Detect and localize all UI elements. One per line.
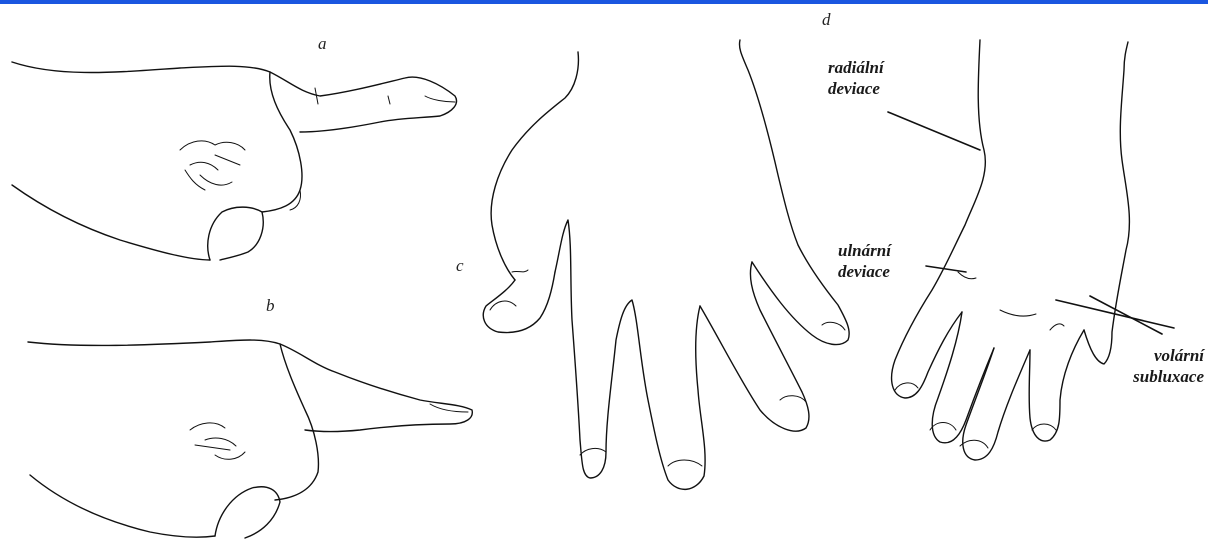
annotation-volar-line1: volární <box>1112 345 1204 366</box>
panel-label-b: b <box>266 296 275 316</box>
panel-label-c: c <box>456 256 464 276</box>
annotation-ulnar-line2: deviace <box>838 261 891 282</box>
panel-label-a: a <box>318 34 327 54</box>
panel-label-d: d <box>822 10 831 30</box>
leader-radial-deviation <box>888 112 980 150</box>
hand-drawing-d <box>892 40 1130 460</box>
leader-volar-subluxation-1 <box>1056 300 1174 328</box>
leader-volar-subluxation-2 <box>1090 296 1162 334</box>
annotation-ulnar-line1: ulnární <box>838 240 891 261</box>
annotation-volar-subluxation: volární subluxace <box>1112 345 1204 387</box>
hand-drawing-c <box>483 40 849 489</box>
annotation-volar-line2: subluxace <box>1112 366 1204 387</box>
annotation-radial-line2: deviace <box>828 78 884 99</box>
hand-drawing-b <box>28 340 472 538</box>
annotation-radial-deviation: radiální deviace <box>828 57 884 99</box>
hand-drawing-a <box>12 62 457 260</box>
leader-ulnar-deviation <box>926 266 966 272</box>
annotation-radial-line1: radiální <box>828 57 884 78</box>
annotation-ulnar-deviation: ulnární deviace <box>838 240 891 282</box>
